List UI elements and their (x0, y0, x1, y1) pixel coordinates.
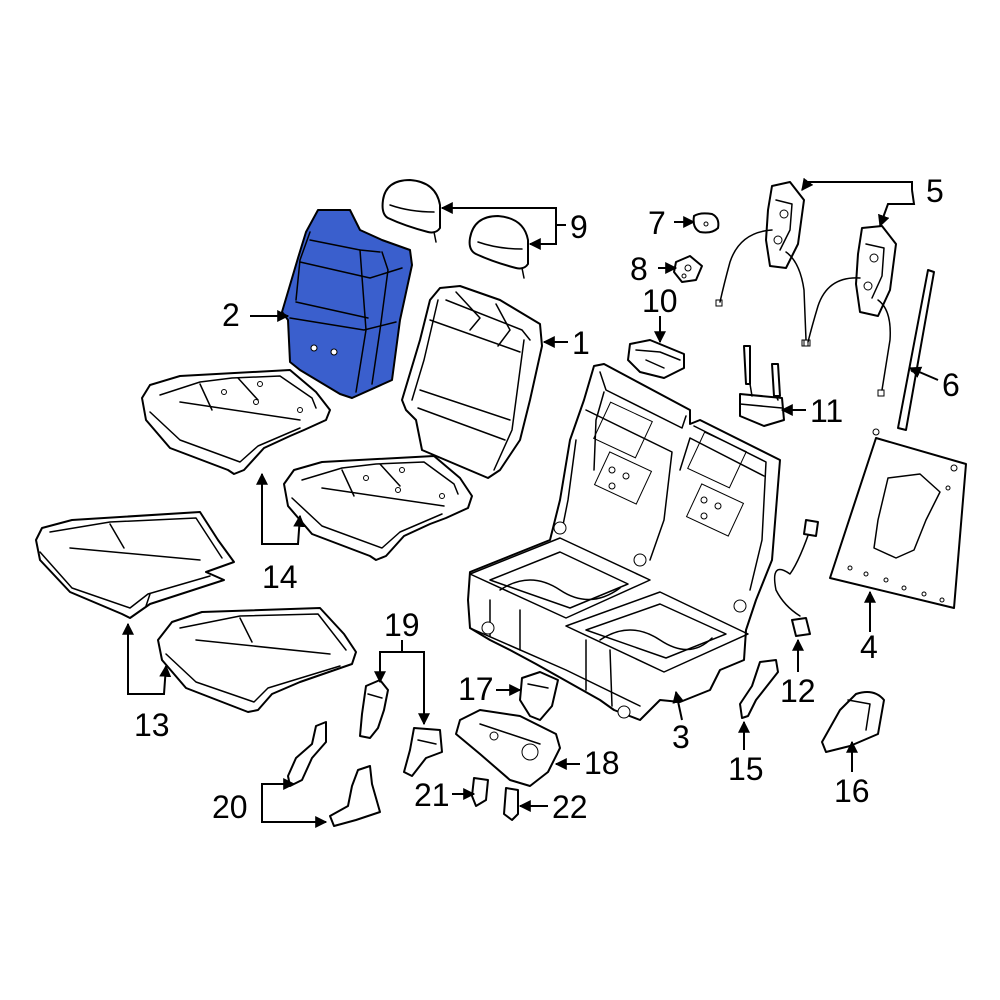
seat-cushion-cover-lower-left[interactable] (35, 511, 235, 619)
callout-8: 8 (630, 251, 648, 287)
callout-5: 5 (926, 173, 944, 209)
callout-18: 18 (584, 745, 620, 781)
leader-lines (122, 177, 939, 828)
clip-22[interactable] (503, 787, 519, 821)
callout-14: 14 (262, 559, 298, 595)
trim-clip-lower[interactable] (403, 727, 443, 777)
clip-21[interactable] (471, 777, 489, 807)
headrest-right[interactable] (468, 215, 529, 279)
seat-cushion-cover-lower-right[interactable] (157, 607, 357, 713)
hinge-bracket-lower[interactable] (329, 765, 381, 827)
hinge-cover[interactable] (821, 691, 885, 753)
trim-clip-upper[interactable] (359, 679, 389, 739)
seat-back[interactable] (401, 285, 543, 479)
callout-12: 12 (780, 673, 816, 709)
seat-back-latch-left[interactable] (715, 181, 809, 347)
callout-21: 21 (414, 777, 450, 813)
callout-1: 1 (572, 325, 590, 361)
seat-cushion-cover-upper-left[interactable] (141, 369, 331, 475)
callout-11: 11 (810, 393, 843, 429)
callout-3: 3 (672, 719, 690, 755)
seat-back-cover-highlighted[interactable] (281, 209, 413, 399)
callout-22: 22 (552, 789, 588, 825)
trim-bracket[interactable] (739, 659, 779, 719)
support-bracket[interactable] (519, 671, 559, 721)
release-handle[interactable] (627, 339, 685, 379)
seat-cushion-cover-upper-right[interactable] (283, 455, 473, 561)
hinge-bracket-upper[interactable] (287, 721, 327, 787)
callout-7: 7 (648, 205, 666, 241)
callout-20: 20 (212, 789, 248, 825)
base-trim[interactable] (455, 709, 561, 787)
callout-16: 16 (834, 773, 870, 809)
seat-back-latch-right[interactable] (803, 225, 897, 397)
headrest-left[interactable] (381, 179, 441, 243)
callout-9: 9 (570, 209, 588, 245)
rod[interactable] (897, 269, 935, 431)
callout-10: 10 (642, 283, 678, 319)
cap[interactable] (692, 212, 720, 234)
striker-bracket[interactable] (739, 345, 785, 427)
callout-19: 19 (384, 607, 420, 643)
seat-frame[interactable] (467, 363, 781, 721)
callout-15: 15 (728, 751, 764, 787)
release-cable[interactable] (773, 519, 819, 637)
callout-17: 17 (458, 671, 494, 707)
bracket-plate[interactable] (673, 255, 703, 283)
callout-labels: 1 2 3 4 5 6 7 8 9 10 11 12 13 14 15 16 1… (134, 173, 960, 825)
callout-4: 4 (860, 629, 878, 665)
back-panel[interactable] (829, 428, 967, 609)
callout-6: 6 (942, 367, 960, 403)
callout-2: 2 (222, 297, 240, 333)
callout-13: 13 (134, 707, 170, 743)
